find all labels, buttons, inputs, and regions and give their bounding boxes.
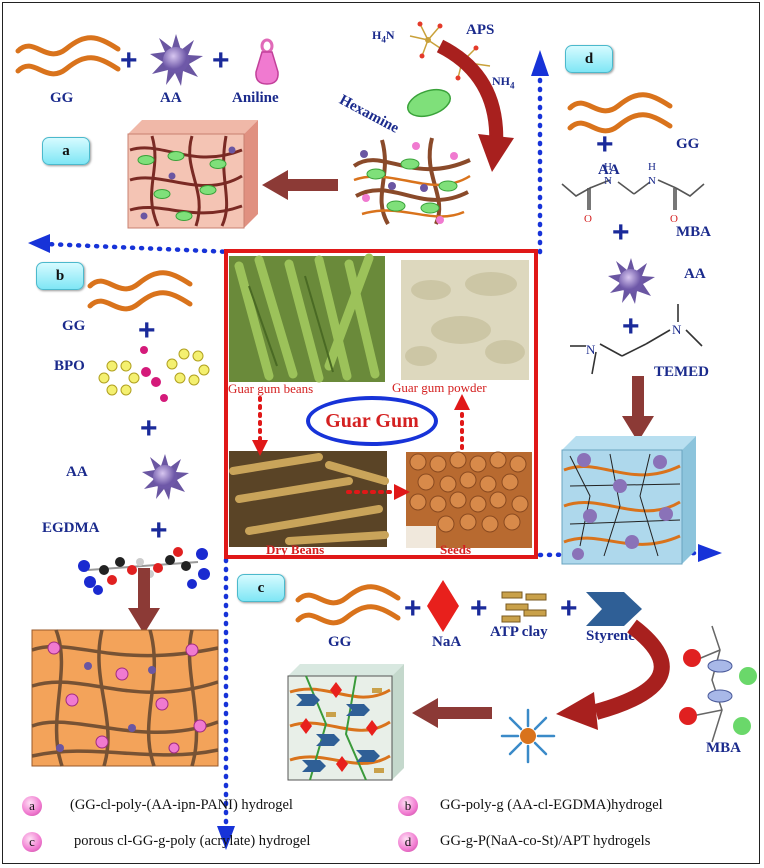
caption-guar-gum-powder: Guar gum powder — [392, 380, 487, 395]
legend-marker-c: c — [22, 832, 42, 852]
label-gg-c: GG — [328, 634, 352, 650]
legend-marker-d: d — [398, 832, 418, 852]
caption-guar-gum-beans: Guar gum beans — [228, 381, 314, 396]
caption-seeds: Seeds — [440, 542, 472, 557]
label-egdma: EGDMA — [42, 520, 100, 536]
plus-sign: + — [470, 592, 488, 625]
legend-marker-a: a — [22, 796, 42, 816]
aniline-flask-icon — [255, 38, 279, 85]
plus-sign: + — [560, 592, 578, 625]
aps-left-formula: H4N — [372, 28, 395, 45]
label-aa-a: AA — [160, 90, 182, 106]
legend-text-d: GG-g-P(NaA-co-St)/APT hydrogels — [440, 833, 651, 849]
badge-d: d — [565, 45, 613, 73]
bpo-molecule-icon — [98, 346, 210, 402]
mba-atom-h: H — [648, 161, 656, 173]
reaction-mixture-icon — [352, 137, 471, 225]
naa-diamond-icon — [427, 580, 459, 632]
gg-chain-icon — [15, 35, 121, 77]
label-atp-clay: ATP clay — [490, 624, 548, 640]
label-aa-d-top: AA — [598, 162, 620, 178]
caption-dry-beans: Dry Beans — [266, 542, 325, 557]
plus-sign: + — [150, 514, 168, 547]
label-gg-d: GG — [676, 136, 700, 152]
label-naa: NaA — [432, 634, 462, 650]
gg-chain-icon — [295, 584, 401, 626]
label-bpo: BPO — [54, 358, 85, 374]
mba-atom-o: O — [670, 213, 678, 225]
mba-molecule-icon — [679, 625, 757, 743]
plus-sign: + — [120, 44, 138, 77]
mba-atom-n: N — [604, 175, 612, 187]
aa-star-icon — [142, 454, 189, 500]
micelle-icon — [500, 708, 556, 764]
gg-chain-icon — [87, 270, 193, 312]
badge-b: b — [36, 262, 84, 290]
legend-text-a: (GG-cl-poly-(AA-ipn-PANI) hydrogel — [70, 797, 293, 813]
dry-beans-photo — [229, 451, 389, 547]
egdma-molecule-icon — [78, 547, 210, 595]
arrow-to-hydrogel-b — [128, 568, 160, 634]
label-mba-d: MBA — [676, 224, 711, 240]
guar-powder-photo — [401, 260, 529, 380]
styrene-chevron-icon — [586, 592, 642, 626]
guar-gum-title: Guar Gum — [325, 410, 419, 432]
guar-beans-photo — [229, 253, 385, 383]
hydrogel-cube-a — [127, 120, 258, 229]
aps-right-formula: NH4 — [492, 74, 515, 91]
label-aa-b: AA — [66, 464, 88, 480]
hexamine-ellipse-icon — [407, 88, 451, 118]
badge-c: c — [237, 574, 285, 602]
gg-chain-icon — [567, 92, 673, 134]
label-aa-d: AA — [684, 266, 706, 282]
temed-atom-n: N — [672, 322, 682, 337]
label-gg-b: GG — [62, 318, 86, 334]
badge-a: a — [42, 137, 90, 165]
mba-atom-n: N — [648, 175, 656, 187]
label-temed: TEMED — [654, 364, 710, 380]
legend-marker-b: b — [398, 796, 418, 816]
label-gg-a: GG — [50, 90, 74, 106]
curved-arrow — [436, 39, 514, 172]
plus-sign: + — [612, 216, 630, 249]
hydrogel-cube-c — [287, 664, 404, 781]
arrow-to-hydrogel-a — [262, 170, 338, 200]
curved-arrow-c — [556, 619, 670, 730]
legend-text-c: porous cl-GG-g-poly (acrylate) hydrogel — [74, 833, 311, 849]
atp-clay-icon — [501, 591, 547, 623]
mba-structure-icon: N H N H O O — [561, 161, 705, 225]
guar-gum-title-oval: Guar Gum — [306, 396, 438, 446]
label-aps: APS — [466, 22, 495, 38]
label-styrene: Styrene — [586, 628, 635, 644]
plus-sign: + — [138, 314, 156, 347]
mba-atom-h: H — [604, 161, 612, 173]
mba-atom-o: O — [584, 213, 592, 225]
arrow-to-hydrogel-d — [622, 376, 654, 442]
hydrogel-square-b — [31, 629, 219, 767]
aa-star-icon — [150, 34, 203, 86]
temed-atom-n: N — [586, 342, 596, 357]
plus-sign: + — [404, 592, 422, 625]
arrow-to-hydrogel-c — [412, 698, 492, 728]
aa-star-icon — [608, 258, 655, 304]
seeds-photo — [406, 451, 532, 548]
temed-structure-icon: N N — [570, 304, 703, 375]
plus-sign: + — [622, 310, 640, 343]
plus-sign: + — [140, 412, 158, 445]
label-mba-c: MBA — [706, 740, 741, 756]
plus-sign: + — [596, 128, 614, 161]
legend-text-b: GG-poly-g (AA-cl-EGDMA)hydrogel — [440, 797, 663, 813]
label-aniline: Aniline — [232, 90, 279, 106]
plus-sign: + — [212, 44, 230, 77]
hydrogel-cube-d — [561, 436, 696, 565]
